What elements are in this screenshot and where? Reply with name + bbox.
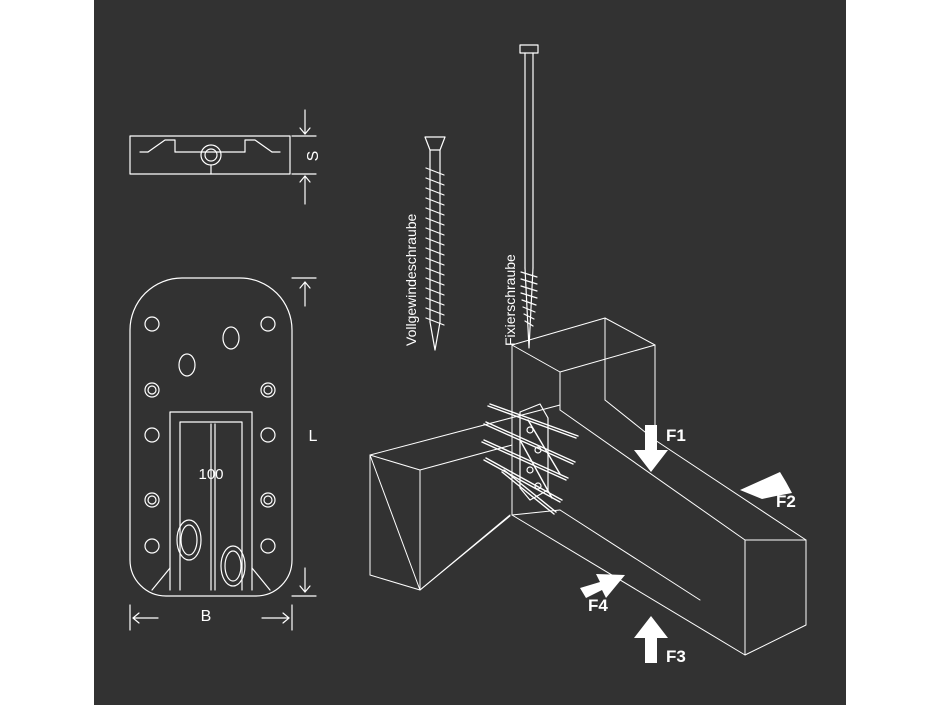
fixing-screw [519, 44, 539, 349]
force-f4-label: F4 [588, 596, 608, 615]
plate-side-view [129, 135, 291, 175]
beam-wireframe [369, 317, 807, 656]
dark-panel [94, 0, 846, 705]
arrow-f3-icon [634, 616, 668, 663]
dimension-l [291, 277, 317, 597]
force-f3-label: F3 [666, 647, 686, 666]
arrow-f1-icon [634, 425, 668, 472]
plate-top-view [129, 277, 293, 597]
dimension-b [129, 604, 293, 631]
arrow-f4-icon [580, 574, 625, 598]
arrow-f2-icon [740, 472, 792, 499]
full-thread-screw [424, 136, 446, 351]
dimension-l-label: L [309, 428, 318, 445]
inserted-screws [481, 403, 579, 515]
dimension-s [291, 109, 317, 205]
dimension-s-label: S [305, 151, 322, 162]
plate-marking-label: 100 [198, 466, 223, 483]
force-f1-label: F1 [666, 426, 686, 445]
dimension-b-label: B [201, 608, 212, 625]
fixing-screw-label: Fixierschraube [502, 254, 518, 346]
full-thread-screw-label: Vollgewindeschraube [403, 213, 419, 346]
force-f2-label: F2 [776, 492, 796, 511]
